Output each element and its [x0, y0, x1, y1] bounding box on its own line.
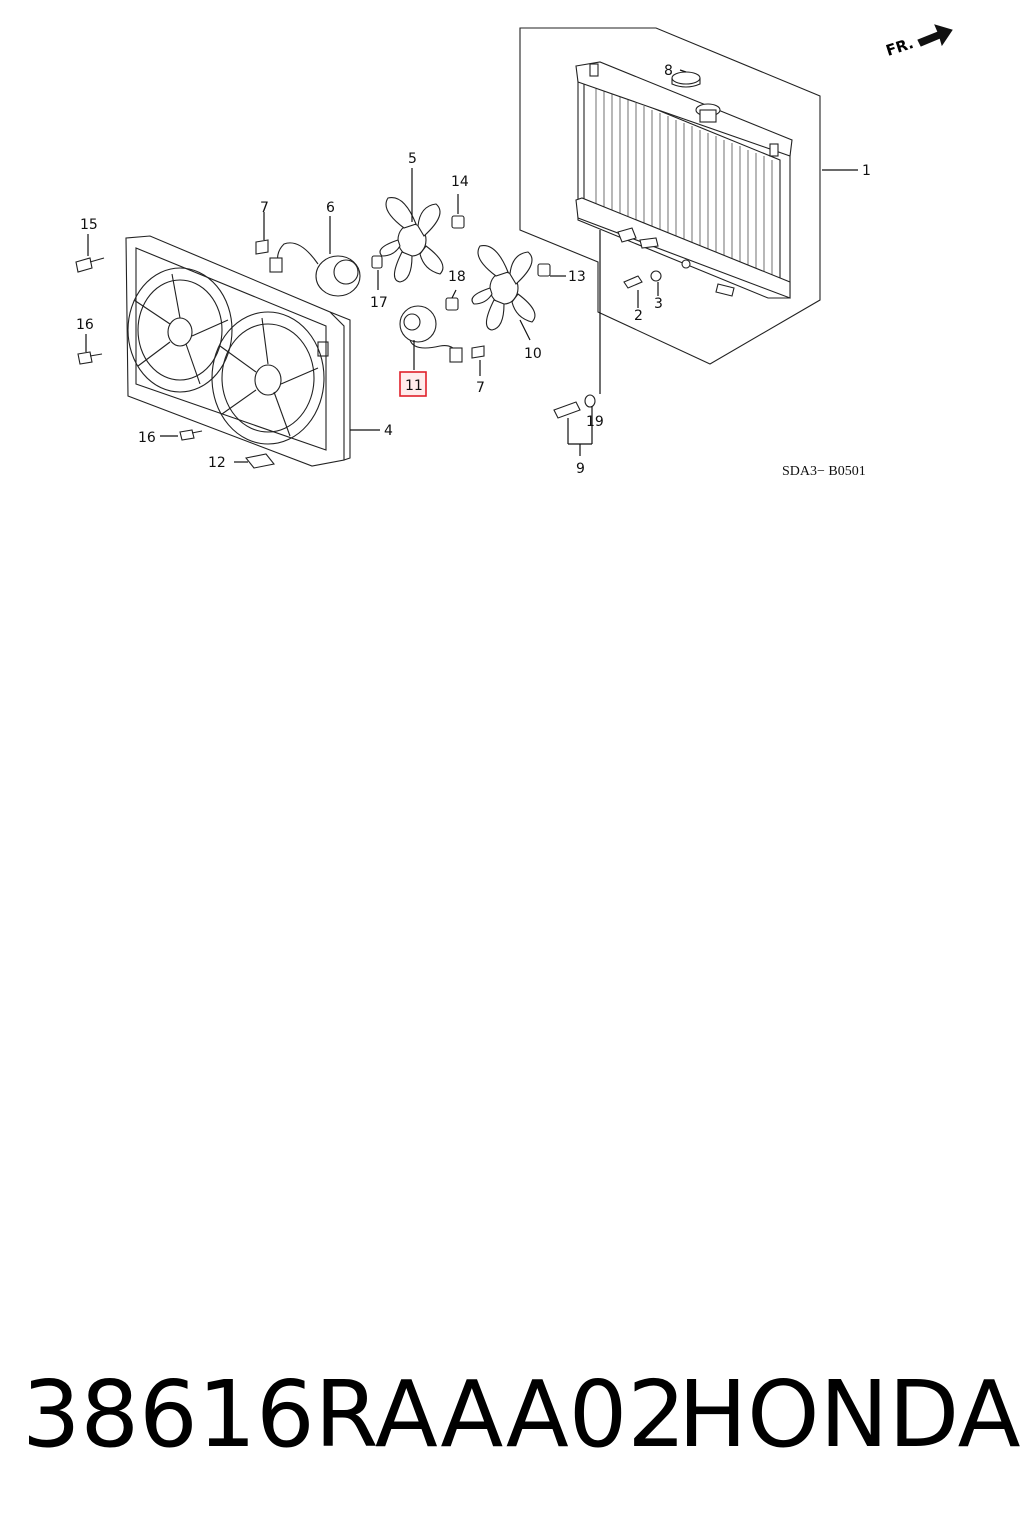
caption: 38616RAAA02 HONDA: [0, 1360, 1024, 1480]
brand-name: HONDA: [678, 1361, 1021, 1468]
front-direction-label: FR.: [884, 34, 916, 60]
callout-5[interactable]: 5: [408, 151, 417, 167]
callout-4[interactable]: 4: [384, 423, 393, 439]
callout-8[interactable]: 8: [664, 63, 673, 79]
diagram-code: SDA3− B0501: [782, 464, 866, 479]
callouts: 1 2 3 4 5 6 7 7 8 9 10 11 12 13 14 15 16…: [76, 63, 871, 477]
front-arrow-icon: [917, 24, 953, 47]
leader-lines: [85, 69, 858, 463]
callout-11-highlight[interactable]: 11: [399, 371, 427, 397]
callout-6[interactable]: 6: [326, 200, 335, 216]
callout-15[interactable]: 15: [80, 217, 98, 233]
callout-11[interactable]: 11: [405, 378, 423, 394]
fan-blade-part-5: [379, 196, 444, 283]
callout-7a[interactable]: 7: [260, 200, 269, 216]
part-number: 38616RAAA02: [22, 1361, 686, 1468]
front-direction-indicator: FR.: [884, 24, 953, 60]
callout-18[interactable]: 18: [448, 269, 466, 285]
callout-16a[interactable]: 16: [76, 317, 94, 333]
callout-14[interactable]: 14: [451, 174, 469, 190]
callout-9[interactable]: 9: [576, 461, 585, 477]
callout-17[interactable]: 17: [370, 295, 388, 311]
fan-motor-part-6: [269, 242, 361, 297]
hardware-parts: [75, 215, 551, 469]
radiator-assembly: [519, 27, 821, 365]
parts-diagram: FR.: [75, 24, 953, 479]
callout-2[interactable]: 2: [634, 308, 643, 324]
fan-shroud-part: [125, 235, 351, 467]
callout-7b[interactable]: 7: [476, 380, 485, 396]
callout-13[interactable]: 13: [568, 269, 586, 285]
callout-3[interactable]: 3: [654, 296, 663, 312]
callout-16b[interactable]: 16: [138, 430, 156, 446]
callout-19[interactable]: 19: [586, 414, 604, 430]
callout-1[interactable]: 1: [862, 163, 871, 179]
radiator-cap-part: [671, 71, 701, 88]
callout-10[interactable]: 10: [524, 346, 542, 362]
temperature-switch-part: [553, 394, 596, 419]
fan-blade-part-10: [471, 244, 536, 331]
callout-12[interactable]: 12: [208, 455, 226, 471]
fan-motor-part-11: [399, 305, 463, 363]
drain-plug-part: [623, 270, 662, 289]
